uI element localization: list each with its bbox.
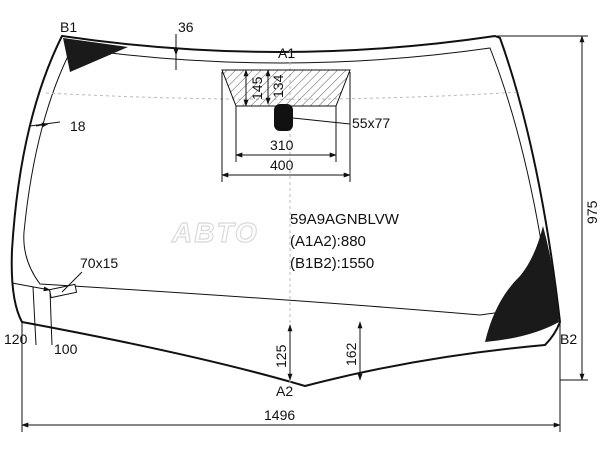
- inner-outline: [23, 47, 551, 316]
- rain-sensor: [274, 104, 293, 131]
- dim-310: 310: [270, 137, 294, 153]
- strip-size: 70x15: [80, 255, 118, 271]
- dim-36: 36: [178, 19, 194, 35]
- point-a1-label: A1: [278, 45, 295, 61]
- glass-b1b2: (B1B2):1550: [290, 255, 374, 272]
- point-b2-label: B2: [560, 331, 577, 347]
- glass-code: 59A9AGNBLVW: [290, 211, 400, 228]
- dim-125: 125: [273, 344, 289, 368]
- dim-18: 18: [70, 118, 86, 134]
- dim-100: 100: [54, 341, 78, 357]
- dim-975: 975: [584, 200, 600, 224]
- black-band-right: [485, 226, 559, 342]
- dim-120: 120: [4, 331, 28, 347]
- sensor-size: 55x77: [352, 115, 390, 131]
- glass-outline: [10, 34, 562, 388]
- black-band-left: [63, 38, 128, 72]
- glass-a1a2: (A1A2):880: [290, 233, 366, 250]
- point-a2-label: A2: [276, 383, 293, 399]
- dim-162: 162: [343, 342, 359, 366]
- dim-145: 145: [249, 76, 265, 100]
- watermark: ABTO: [171, 217, 259, 248]
- dim-134: 134: [270, 74, 286, 98]
- dim-1496: 1496: [264, 407, 295, 423]
- mirror-area-hatch: [221, 69, 351, 107]
- point-b1-label: B1: [60, 19, 77, 35]
- dim-400: 400: [270, 157, 294, 173]
